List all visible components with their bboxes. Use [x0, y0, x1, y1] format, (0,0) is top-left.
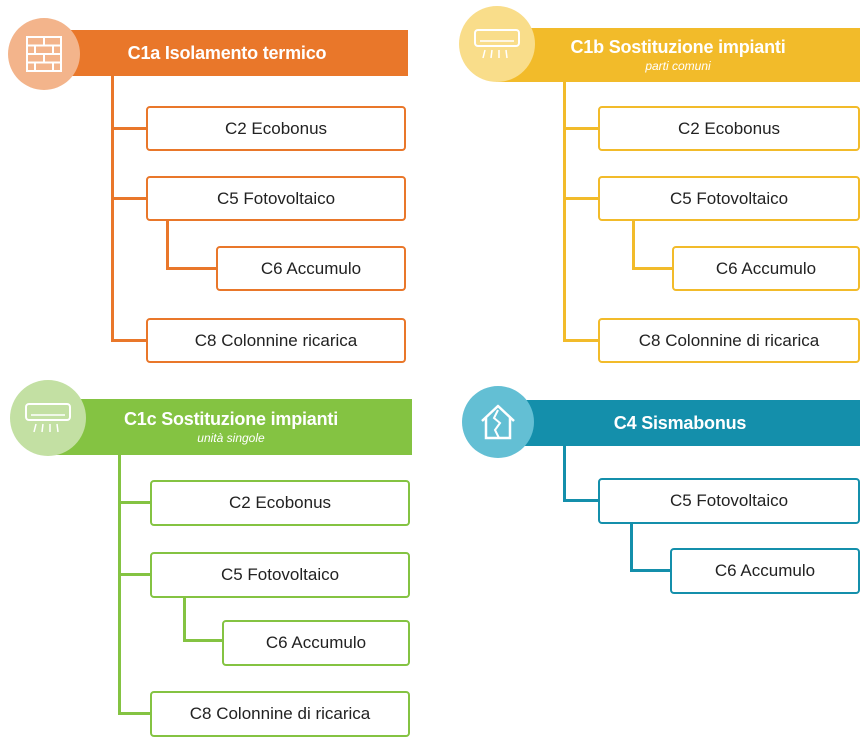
group-header: C1a Isolamento termico	[46, 30, 408, 76]
connector-line	[630, 569, 670, 572]
connector-line	[563, 445, 566, 502]
group-title: C1b Sostituzione impianti	[570, 37, 786, 57]
connector-line	[183, 639, 223, 642]
group-header: C4 Sismabonus	[500, 400, 860, 446]
connector-line	[563, 197, 598, 200]
connector-line	[632, 218, 635, 270]
item-box: C8 Colonnine di ricarica	[598, 318, 860, 363]
item-box: C8 Colonnine di ricarica	[150, 691, 410, 737]
group-title: C1c Sostituzione impianti	[123, 409, 339, 429]
item-box: C6 Accumulo	[216, 246, 406, 291]
connector-line	[111, 197, 146, 200]
group-title: C1a Isolamento termico	[127, 42, 327, 63]
item-box: C2 Ecobonus	[150, 480, 410, 526]
connector-line	[118, 573, 150, 576]
connector-line	[118, 501, 150, 504]
air-conditioner-icon	[10, 380, 86, 456]
item-box: C2 Ecobonus	[146, 106, 406, 151]
cracked-house-icon	[462, 386, 534, 458]
connector-line	[630, 522, 633, 572]
group-title: C4 Sismabonus	[613, 412, 747, 433]
item-box: C8 Colonnine ricarica	[146, 318, 406, 363]
connector-line	[632, 267, 672, 270]
group-header: C1c Sostituzione impianti unità singole	[50, 399, 412, 455]
group-header: C1b Sostituzione impianti parti comuni	[496, 28, 860, 82]
item-box: C2 Ecobonus	[598, 106, 860, 151]
brick-wall-icon	[8, 18, 80, 90]
item-box: C6 Accumulo	[670, 548, 860, 594]
item-box: C5 Fotovoltaico	[150, 552, 410, 598]
connector-line	[183, 596, 186, 642]
connector-line	[111, 339, 146, 342]
connector-line	[118, 712, 150, 715]
item-box: C5 Fotovoltaico	[146, 176, 406, 221]
item-box: C6 Accumulo	[672, 246, 860, 291]
connector-line	[166, 267, 216, 270]
item-box: C5 Fotovoltaico	[598, 176, 860, 221]
connector-line	[563, 339, 598, 342]
air-conditioner-icon	[459, 6, 535, 82]
connector-line	[563, 62, 566, 342]
item-box: C5 Fotovoltaico	[598, 478, 860, 524]
item-box: C6 Accumulo	[222, 620, 410, 666]
connector-line	[563, 127, 598, 130]
connector-line	[111, 60, 114, 342]
connector-line	[166, 218, 169, 270]
connector-line	[563, 499, 598, 502]
group-subtitle: parti comuni	[645, 59, 711, 73]
group-subtitle: unità singole	[197, 431, 265, 445]
connector-line	[111, 127, 146, 130]
connector-line	[118, 454, 121, 715]
